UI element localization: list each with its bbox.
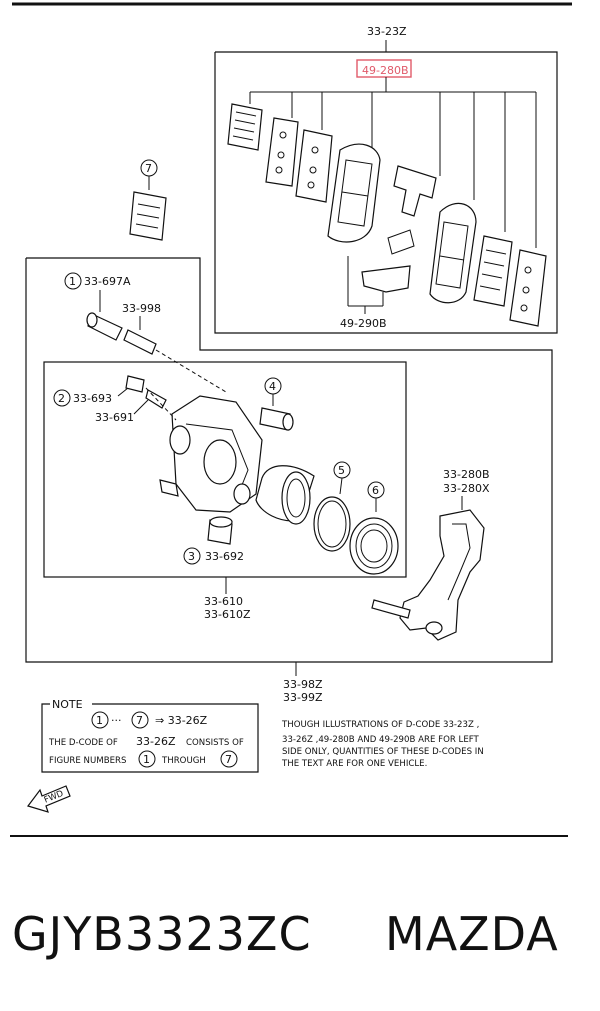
note-range-to: 7 bbox=[136, 714, 143, 727]
label-33-610z: 33-610Z bbox=[204, 608, 251, 621]
shim-plate-right bbox=[473, 235, 513, 307]
note-line2-from: 1 bbox=[143, 753, 150, 766]
note-line1-b: 33-26Z bbox=[136, 735, 176, 748]
label-33-99z: 33-99Z bbox=[283, 691, 323, 704]
label-33-610: 33-610 bbox=[204, 595, 243, 608]
circled-2: 2 bbox=[58, 392, 65, 405]
item-2-group: 2 33-693 33-691 bbox=[53, 375, 167, 424]
caliper-body-box bbox=[43, 361, 407, 578]
label-33-691: 33-691 bbox=[95, 411, 134, 424]
shim-left-inner bbox=[295, 129, 333, 203]
note-line1-c: CONSISTS OF bbox=[186, 738, 244, 748]
shim-right-outer bbox=[509, 249, 547, 327]
label-33-280x: 33-280X bbox=[443, 482, 490, 495]
anti-rattle-clip bbox=[361, 165, 437, 293]
fwd-arrow-icon: FWD bbox=[27, 785, 71, 813]
circled-5: 5 bbox=[338, 464, 345, 477]
circled-1: 1 bbox=[69, 275, 76, 288]
shim-left-outer bbox=[265, 117, 299, 187]
label-33-280b: 33-280B bbox=[443, 468, 490, 481]
label-33-23z: 33-23Z bbox=[367, 25, 407, 38]
disclaimer-line1: THOUGH ILLUSTRATIONS OF D-CODE 33-23Z , bbox=[281, 720, 479, 730]
disclaimer-line4: THE TEXT ARE FOR ONE VEHICLE. bbox=[281, 759, 427, 769]
circled-7: 7 bbox=[145, 162, 152, 175]
note-line2-b: THROUGH bbox=[161, 756, 206, 766]
label-33-692: 33-692 bbox=[205, 550, 244, 563]
caliper-assembly-box bbox=[25, 257, 553, 663]
item-4-group: 4 bbox=[259, 377, 294, 431]
pad-kit-group: 33-23Z 49-280B bbox=[214, 25, 558, 334]
label-33-998: 33-998 bbox=[122, 302, 161, 315]
note-line1-a: THE D-CODE OF bbox=[48, 738, 118, 748]
label-49-280b-top: 49-280B bbox=[362, 64, 409, 77]
note-line2-a: FIGURE NUMBERS bbox=[49, 756, 126, 766]
item-6-group: 6 bbox=[349, 481, 399, 575]
label-33-98z: 33-98Z bbox=[283, 678, 323, 691]
item-1-group: 1 33-697A bbox=[64, 272, 131, 341]
note-ellipsis: ··· bbox=[111, 714, 122, 727]
brake-pad-left bbox=[327, 143, 381, 243]
circled-4: 4 bbox=[269, 380, 276, 393]
label-33-697a: 33-697A bbox=[84, 275, 131, 288]
caliper-bracket: 33-280B 33-280X bbox=[371, 468, 490, 641]
item-7-group: 7 bbox=[129, 159, 167, 241]
circled-3: 3 bbox=[188, 550, 195, 563]
highlight-49-280b bbox=[356, 59, 412, 78]
item-5-group: 5 bbox=[313, 461, 351, 552]
circled-6: 6 bbox=[372, 484, 379, 497]
disclaimer-text: THOUGH ILLUSTRATIONS OF D-CODE 33-23Z , … bbox=[281, 720, 484, 769]
note-range-from: 1 bbox=[96, 714, 103, 727]
note-line2-to: 7 bbox=[225, 753, 232, 766]
label-49-290b: 49-290B bbox=[340, 317, 387, 330]
brake-pad-right bbox=[429, 202, 477, 304]
caliper-body bbox=[145, 349, 263, 513]
piston bbox=[255, 465, 315, 525]
pad-kit-box bbox=[214, 51, 558, 334]
brand-name: MAZDA bbox=[385, 907, 559, 961]
disclaimer-line3: SIDE ONLY, QUANTITIES OF THESE D-CODES I… bbox=[282, 747, 484, 757]
item-3-group: 3 33-692 bbox=[183, 516, 244, 565]
shim-plate-left bbox=[227, 103, 263, 151]
disclaimer-line2: 33-26Z ,49-280B AND 49-290B ARE FOR LEFT bbox=[282, 735, 480, 745]
note-arrow-target: ⇒ 33-26Z bbox=[155, 714, 208, 727]
part-number: GJYB3323ZC bbox=[12, 907, 312, 961]
note-box: NOTE 1 ··· 7 ⇒ 33-26Z THE D-CODE OF 33-2… bbox=[41, 698, 259, 773]
guide-pin-33-998: 33-998 bbox=[122, 302, 161, 355]
label-33-693: 33-693 bbox=[73, 392, 112, 405]
note-heading: NOTE bbox=[52, 698, 83, 711]
